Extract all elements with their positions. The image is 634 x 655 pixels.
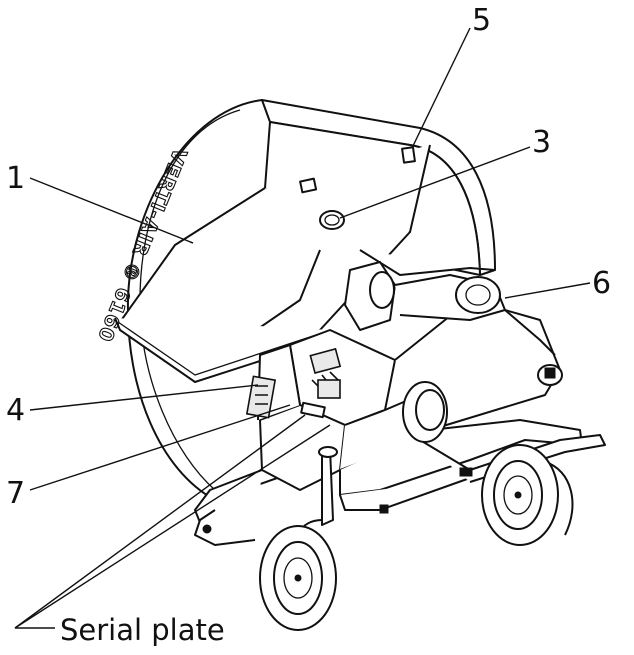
gearbox-decal bbox=[309, 347, 342, 399]
blower-housing bbox=[114, 99, 496, 501]
callout-3: 3 bbox=[532, 125, 551, 160]
callout-1: 1 bbox=[6, 161, 25, 196]
serial-plate-decal bbox=[300, 401, 326, 419]
front-caster-wheel bbox=[259, 446, 338, 631]
callout-6: 6 bbox=[592, 266, 611, 301]
callout-5: 5 bbox=[472, 3, 491, 38]
callout-7: 7 bbox=[6, 476, 25, 511]
serial-plate-label: Serial plate bbox=[60, 613, 225, 647]
rear-wheel bbox=[481, 444, 574, 546]
leader-lines bbox=[14, 27, 591, 629]
warning-decal-4 bbox=[245, 375, 277, 419]
callout-4: 4 bbox=[6, 393, 25, 428]
main-frame bbox=[194, 261, 606, 546]
